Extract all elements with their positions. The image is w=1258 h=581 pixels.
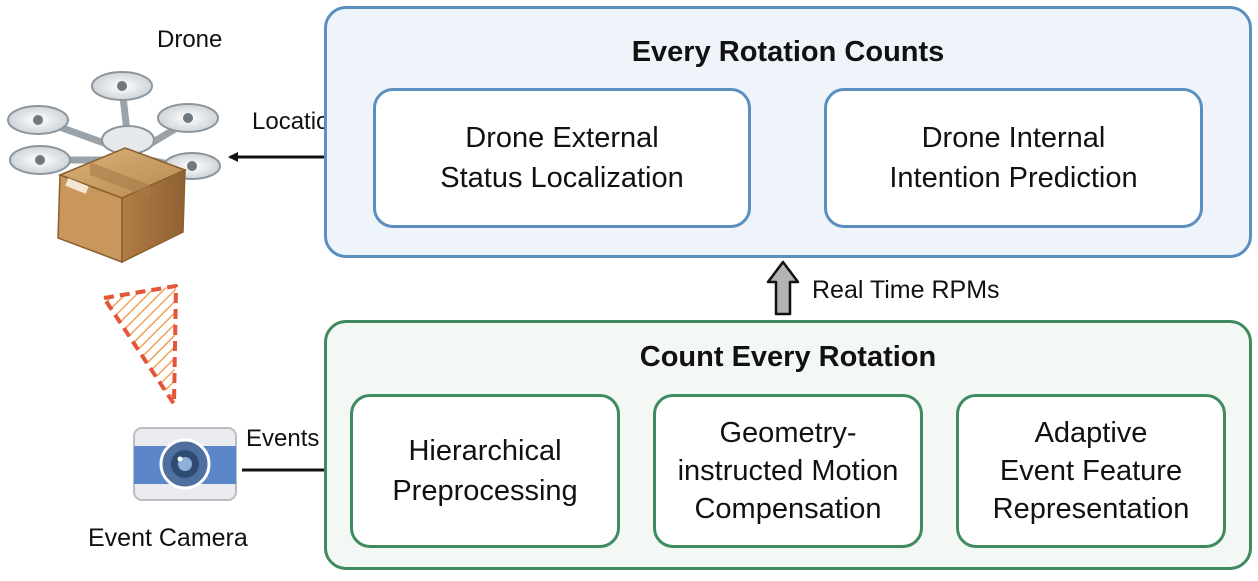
- event-feature-representation-box: Adaptive Event Feature Representation: [956, 394, 1226, 548]
- motion-compensation-box: Geometry- instructed Motion Compensation: [653, 394, 923, 548]
- package-box-icon: [57, 147, 187, 264]
- events-label: Events: [246, 425, 320, 452]
- event-camera-label: Event Camera: [88, 524, 248, 552]
- external-status-localization-box: Drone External Status Localization: [373, 88, 751, 228]
- rpm-label: Real Time RPMs: [812, 276, 1000, 304]
- field-of-view-icon: [102, 284, 178, 406]
- box-text: Geometry- instructed Motion Compensation: [677, 417, 899, 525]
- box-text: Hierarchical Preprocessing: [392, 435, 578, 507]
- panel-title: Count Every Rotation: [639, 341, 937, 373]
- box-text: Drone External Status Localization: [440, 122, 684, 194]
- box-text: Drone Internal Intention Prediction: [889, 122, 1138, 194]
- hierarchical-preprocessing-box: Hierarchical Preprocessing: [350, 394, 620, 548]
- up-arrow-icon: [766, 260, 800, 316]
- box-text: Adaptive Event Feature Representation: [992, 417, 1190, 525]
- drone-label: Drone: [157, 26, 223, 53]
- drone-icon: [7, 71, 221, 180]
- event-camera-icon: [133, 427, 237, 501]
- internal-intention-prediction-box: Drone Internal Intention Prediction: [824, 88, 1203, 228]
- panel-title: Every Rotation Counts: [631, 36, 945, 68]
